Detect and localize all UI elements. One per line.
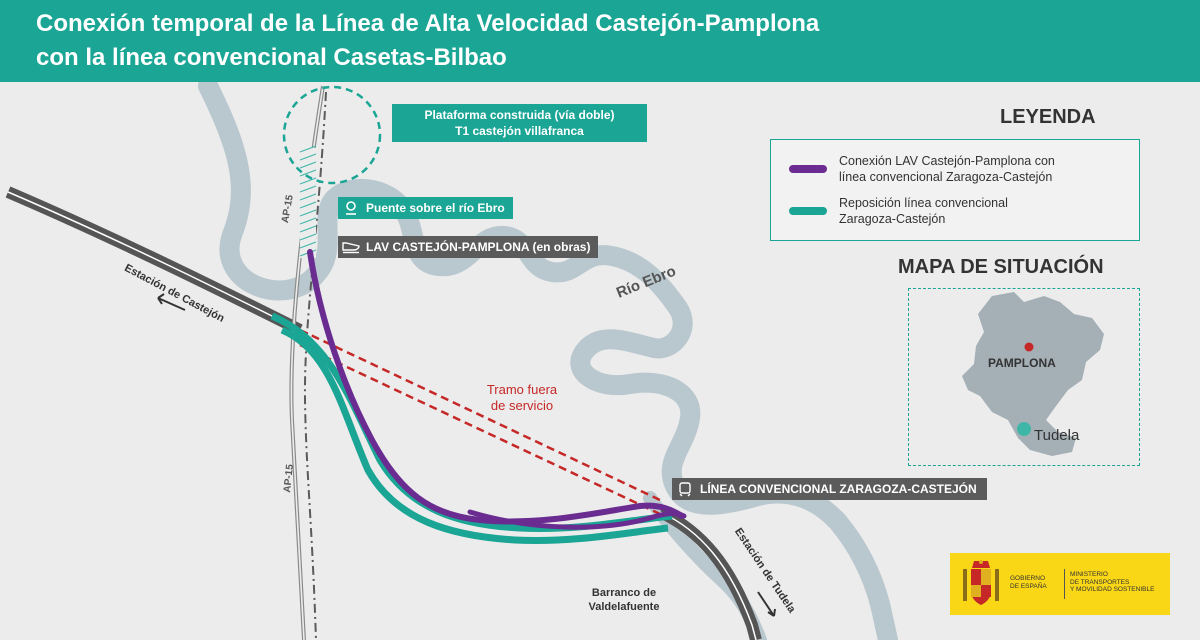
plataforma-line1: Plataforma construida (vía doble) [424,108,615,122]
arrow-tudela-icon [757,591,776,617]
tudela-dot [1017,422,1031,436]
legend-item-reposicion: Reposición línea convencional Zaragoza-C… [789,195,1008,227]
gov-col2-line2: DE TRANSPORTES [1070,578,1130,586]
puente-text: Puente sobre el río Ebro [366,201,505,215]
lav-text: LAV CASTEJÓN-PAMPLONA (en obras) [366,240,591,254]
coat-of-arms-icon [963,560,999,605]
navarra-shape [962,292,1104,456]
legend-box: Conexión LAV Castejón-Pamplona con línea… [770,139,1140,241]
pamplona-label: PAMPLONA [988,356,1056,370]
legend-item-conexion-line1: Conexión LAV Castejón-Pamplona con [839,154,1055,168]
legend-title: LEYENDA [1000,106,1096,128]
platform-hatch [299,145,317,258]
page-title-line2: con la línea convencional Casetas-Bilbao [36,44,507,71]
puente-label: Puente sobre el río Ebro [338,197,513,219]
gov-col2-line1: MINISTERIO [1070,571,1108,578]
legend-swatch-purple [789,165,827,173]
gov-divider [1064,569,1065,599]
tram-icon [676,480,694,498]
legend-item-reposicion-line2: Zaragoza-Castejón [839,212,946,226]
train-icon [342,238,360,256]
plataforma-label: Plataforma construida (vía doble) T1 cas… [392,104,647,142]
linea-convencional-text: LÍNEA CONVENCIONAL ZARAGOZA-CASTEJÓN [700,482,977,496]
tramo-fuera-servicio [299,328,661,516]
pamplona-dot [1024,342,1034,352]
plataforma-line2: T1 castejón villafranca [455,124,584,138]
gov-col1-line1: GOBIERNO [1010,575,1046,582]
barranco-label: Barranco de Valdelafuente [574,586,674,614]
navarra-minimap [962,292,1104,456]
gov-col2-line3: Y MOVILIDAD SOSTENIBLE [1070,586,1155,593]
rail-conventional-east [657,506,762,640]
linea-convencional-label: LÍNEA CONVENCIONAL ZARAGOZA-CASTEJÓN [672,478,987,500]
barranco-line2: Valdelafuente [588,601,660,613]
rail-conexion-lav-purple [307,249,685,525]
page-title-line1: Conexión temporal de la Línea de Alta Ve… [36,10,820,37]
tramo-label: Tramo fuera de servicio [477,382,567,414]
legend-item-conexion-line2: línea convencional Zaragoza-Castejón [839,170,1053,184]
gobierno-logo: GOBIERNO DE ESPAÑA MINISTERIO DE TRANSPO… [950,553,1170,615]
lav-label: LAV CASTEJÓN-PAMPLONA (en obras) [338,236,599,258]
header-bar: Conexión temporal de la Línea de Alta Ve… [0,0,1200,82]
tudela-label: Tudela [1034,427,1080,444]
tramo-line2: de servicio [490,398,554,413]
legend-item-conexion: Conexión LAV Castejón-Pamplona con línea… [789,153,1055,185]
rail-conexion-lav-purple-loop [467,509,687,530]
arrow-castejon-icon [157,293,186,311]
rail-conventional-west [5,186,303,336]
situacion-title: MAPA DE SITUACIÓN [898,256,1104,278]
barranco-line1: Barranco de [591,587,657,599]
situacion-box [908,288,1140,466]
legend-swatch-teal [789,207,827,215]
gov-col1-line2: DE ESPAÑA [1010,582,1047,590]
pin-icon [342,199,360,217]
platform-start-circle [282,85,382,185]
legend-item-reposicion-line1: Reposición línea convencional [839,196,1008,210]
tramo-line1: Tramo fuera [486,382,558,397]
rail-reserve-dashdot [303,91,327,640]
